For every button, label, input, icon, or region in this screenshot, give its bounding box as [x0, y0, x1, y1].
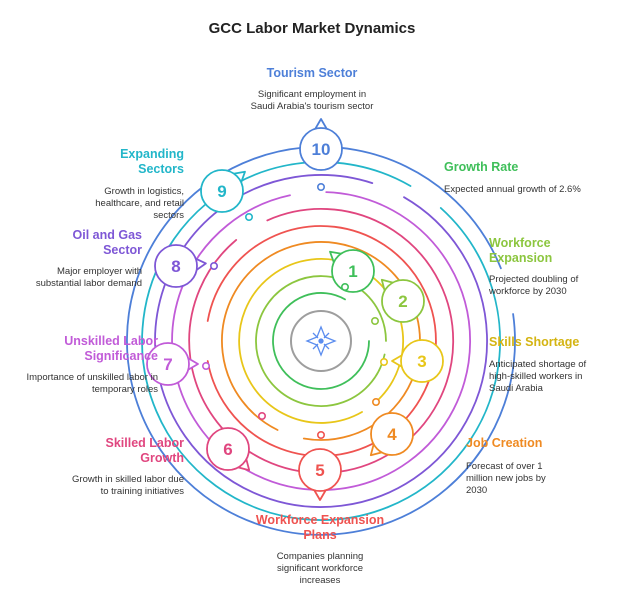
- step-9-label: Expanding Sectors: [120, 147, 184, 176]
- step-10-desc: Significant employment in Saudi Arabia's…: [250, 89, 374, 112]
- ring-9: [141, 161, 501, 521]
- step-3-desc: Anticipated shortage of high-skilled wor…: [489, 359, 587, 394]
- step-1-desc: Expected annual growth of 2.6%: [444, 184, 581, 195]
- bubble-number-2: 2: [398, 292, 407, 311]
- bubble-fill-6: [208, 429, 248, 469]
- step-4-desc: Forecast of over 1 million new jobs by 2…: [466, 461, 546, 496]
- bubble-fill-7: [148, 344, 188, 384]
- step-8-label: Oil and Gas Sector: [72, 228, 142, 257]
- compass-star: [305, 325, 337, 357]
- step-4-label: Job Creation: [466, 436, 543, 450]
- step-6-desc: Growth in skilled labor due to training …: [72, 474, 184, 497]
- connector-dot-9: [245, 213, 254, 222]
- page-title: GCC Labor Market Dynamics: [208, 20, 416, 37]
- step-8-desc: Major employer with substantial labor de…: [35, 266, 142, 289]
- bubble-number-3: 3: [417, 352, 426, 371]
- bubble-fill-9: [202, 171, 242, 211]
- ring-3: [238, 258, 404, 424]
- bubble-number-6: 6: [223, 440, 232, 459]
- connector-dot-4: [371, 397, 380, 406]
- connector-dot-6: [257, 411, 266, 420]
- bubble-number-5: 5: [315, 461, 324, 480]
- compass-core: [318, 338, 324, 344]
- bubble-fill-1: [333, 251, 373, 291]
- connector-dot-3: [379, 357, 388, 366]
- connector-dot-2: [370, 316, 379, 325]
- step-10-label: Tourism Sector: [266, 66, 358, 80]
- bubble-fill-5: [300, 450, 340, 490]
- bubble-fill-4: [372, 414, 412, 454]
- bubble-number-7: 7: [163, 355, 172, 374]
- ring-10: [126, 145, 516, 536]
- compass-icon: [305, 325, 337, 357]
- ring-5: [206, 225, 437, 457]
- step-2-label: Workforce Expansion: [489, 236, 553, 265]
- ring-4: [221, 241, 421, 441]
- step-3-label: Skills Shortage: [489, 335, 580, 349]
- connector-dot-5: [316, 430, 325, 439]
- step-7-label: Unskilled Labor Significance: [64, 334, 158, 363]
- bubble-fill-10: [301, 129, 341, 169]
- bubble-number-9: 9: [217, 182, 226, 201]
- bubble-number-1: 1: [348, 262, 357, 281]
- step-1-label: Growth Rate: [444, 160, 519, 174]
- bubble-fill-8: [156, 246, 196, 286]
- bubble-fill-3: [402, 341, 442, 381]
- step-9-desc: Growth in logistics, healthcare, and ret…: [95, 186, 184, 221]
- step-5-desc: Companies planning significant workforce…: [276, 551, 364, 586]
- step-2-desc: Projected doubling of workforce by 2030: [489, 274, 579, 297]
- ring-1: [272, 292, 370, 390]
- step-5-label: Workforce Expansion Plans: [255, 513, 385, 542]
- connector-dot-10: [316, 183, 325, 192]
- connector-dot-1: [340, 282, 349, 291]
- bubble-number-4: 4: [387, 425, 397, 444]
- step-7-desc: Importance of unskilled labor in tempora…: [26, 372, 159, 395]
- bubble-number-8: 8: [171, 257, 180, 276]
- connector-dot-8: [210, 261, 219, 270]
- bubble-number-10: 10: [312, 140, 331, 159]
- step-6-label: Skilled Labor Growth: [105, 436, 185, 465]
- compass-rays: [312, 332, 330, 350]
- connector-dot-7: [202, 361, 211, 370]
- bubble-fill-2: [383, 281, 423, 321]
